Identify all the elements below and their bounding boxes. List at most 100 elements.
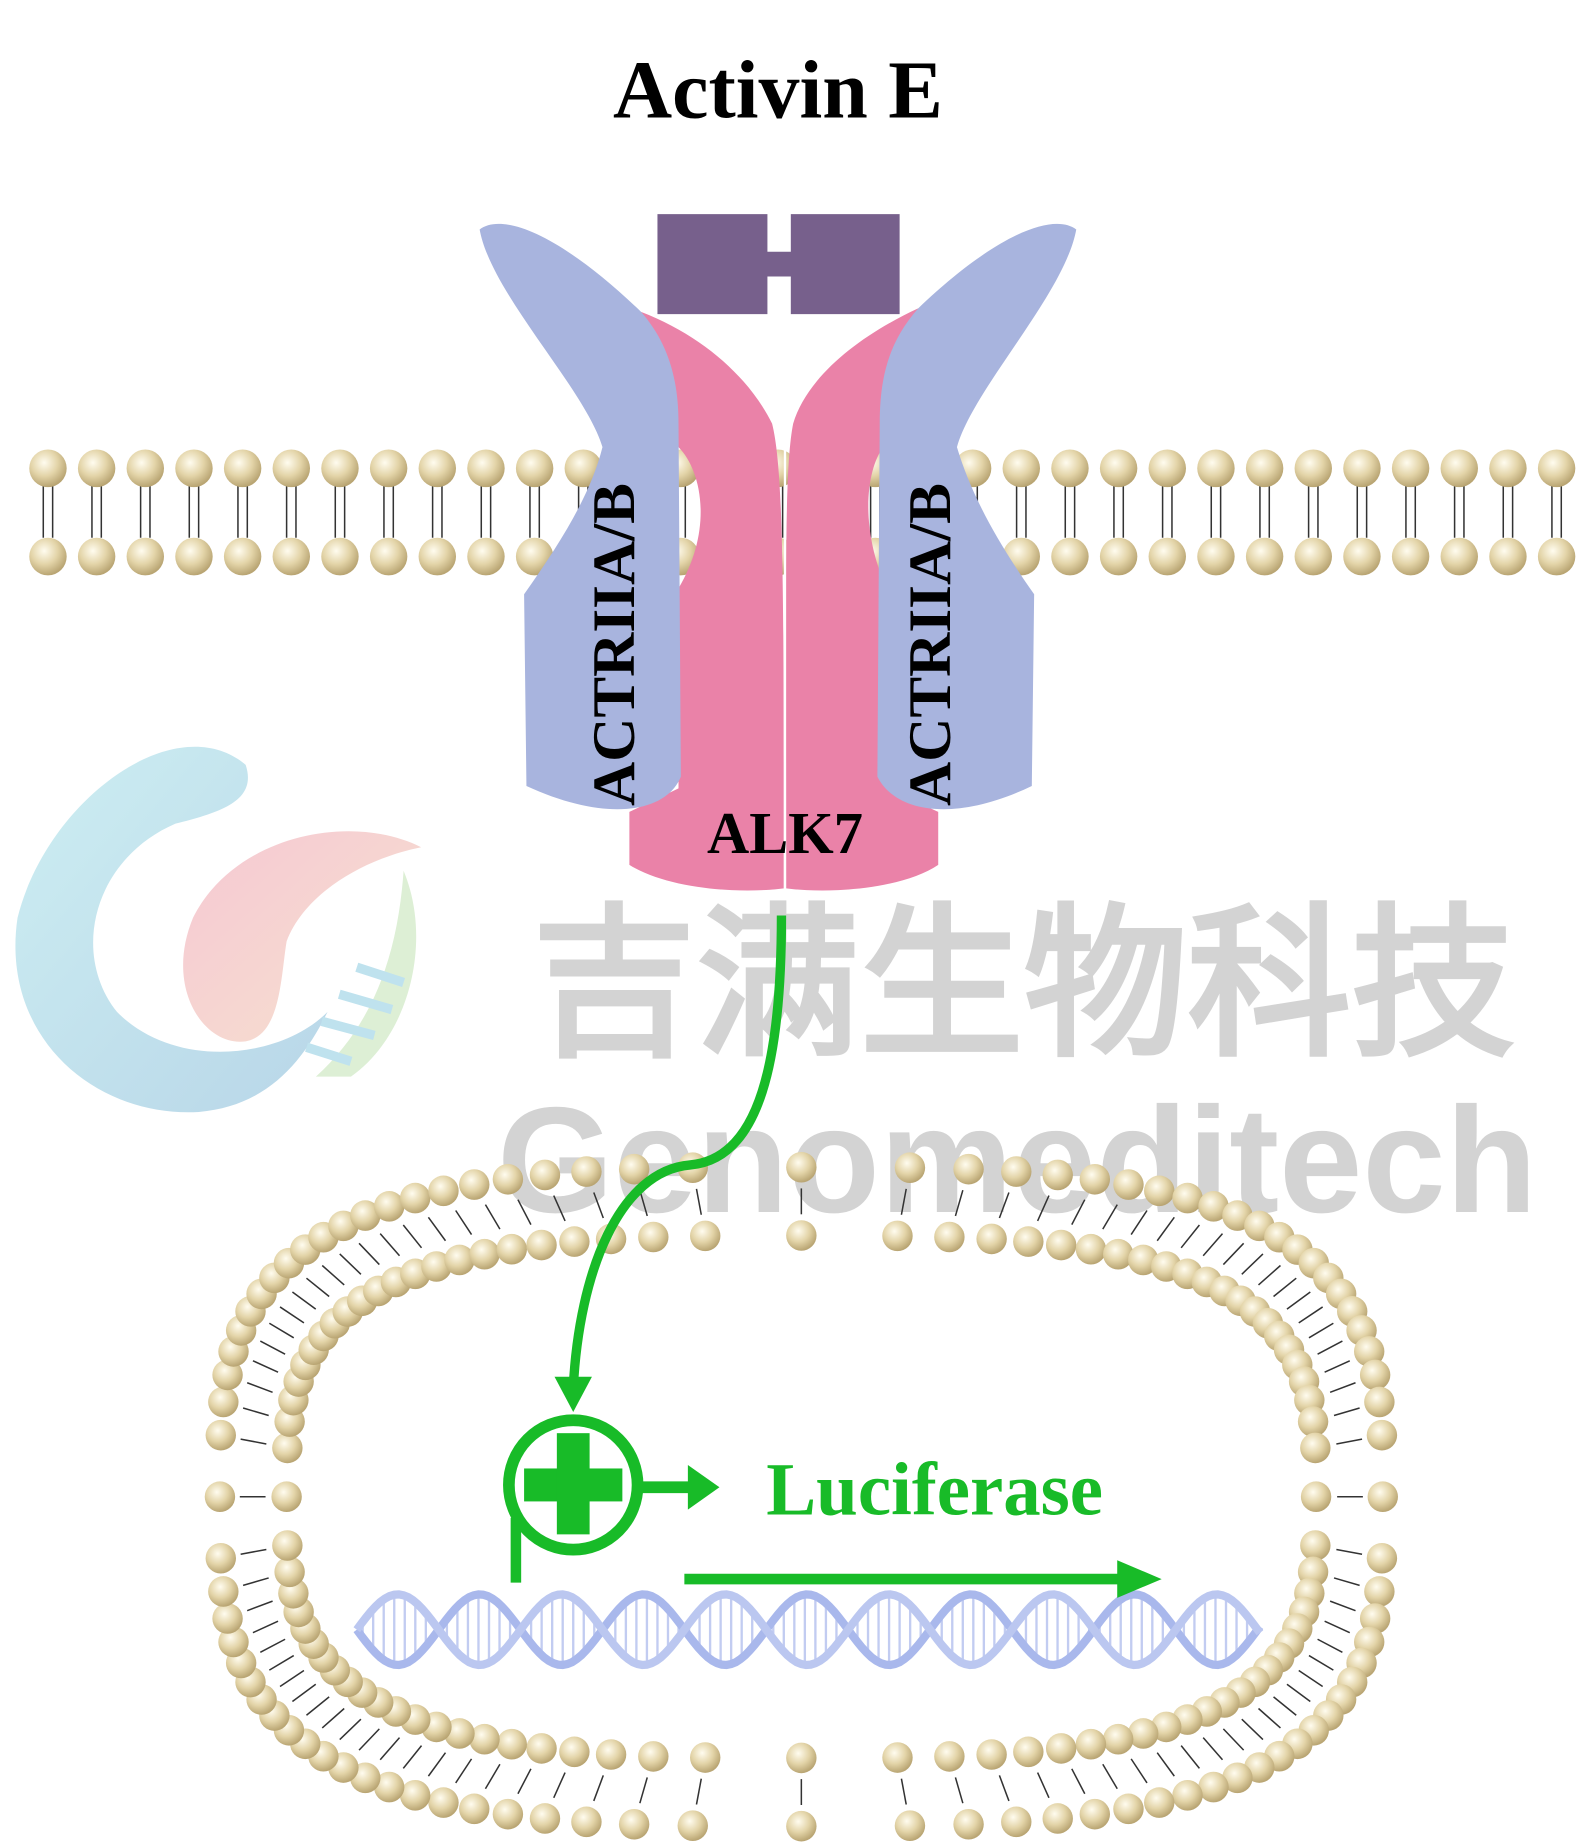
lipid-tail [1202,1737,1224,1761]
lipid-head [1002,449,1040,488]
lipid-head [1099,449,1138,488]
lipid-head [1359,1359,1391,1391]
lipid-tail [1036,1772,1050,1799]
lipid-tail [358,1728,380,1751]
lipid-head [1245,537,1284,576]
lipid-head [469,1723,500,1755]
actriia-b-label-left: ACTRIIA/B [581,483,648,806]
lipid-head [638,1221,669,1253]
lipid-tail [1071,1199,1086,1225]
lipid-tail [427,1216,447,1242]
lipid-head [223,449,262,488]
lipid-head [1172,1780,1203,1811]
lipid-head [894,1152,926,1184]
lipid-tail [1298,1306,1324,1324]
lipid-head [1222,1762,1253,1794]
lipid-head [77,537,116,576]
diagram-title: Activin E [613,44,943,135]
lipid-head [373,1771,405,1803]
lipid-head [1391,449,1430,488]
lipid-tail [900,1778,907,1805]
actriia-b-receptor-left [479,223,681,810]
lipid-head [1294,449,1332,488]
lipid-tail [1257,1264,1281,1286]
lipid-tail [695,1188,703,1215]
lipid-tail [455,1758,473,1784]
lipid-head [1366,1542,1398,1574]
lipid-head [175,537,213,576]
lipid-head [126,449,165,488]
lipid-head [690,1220,721,1252]
lipid-head [469,1238,500,1270]
lipid-tail [1286,1683,1311,1703]
dna-strand [353,1590,1264,1670]
lipid-tail [695,1778,703,1805]
lipid-head [350,1200,381,1231]
lipid-tail [954,1190,964,1217]
lipid-head [786,1220,817,1251]
lipid-head [1144,1175,1175,1207]
lipid-head [1051,537,1089,576]
lipid-head [1440,537,1478,576]
lipid-head [786,1810,817,1842]
lipid-tail [1241,1253,1264,1275]
lipid-head [421,1251,452,1282]
lipid-head [882,1742,913,1773]
lipid-head [526,1229,557,1261]
lipid-head [444,1244,475,1276]
lipid-tail [1324,1360,1351,1373]
lipid-tail [639,1777,648,1804]
lipid-head [1294,537,1332,576]
lipid-tail [517,1768,532,1795]
lipid-head [373,1191,405,1222]
lipid-tail [1257,1707,1281,1729]
lipid-head [218,1626,249,1658]
lipid-head [690,1742,721,1773]
lipid-head [638,1741,669,1772]
lipid-head [1075,1728,1107,1760]
lipid-tail [1317,1340,1343,1355]
lipid-head [212,1603,243,1634]
lipid-tail [259,1638,286,1653]
lipid-tail [339,1253,362,1275]
lipid-head [1197,537,1235,576]
lipid-tail [321,1707,345,1729]
lipid-tail [1102,1204,1118,1230]
lipid-tail [1324,1620,1351,1634]
lipid-tail [553,1195,566,1222]
lipid-tail [358,1242,380,1266]
lipid-tail [279,1669,305,1688]
lipid-tail [1308,1322,1334,1339]
lipid-tail [1202,1233,1224,1257]
lipid-head [571,1156,602,1187]
lipid-head [1391,537,1430,576]
lipid-tail [252,1360,279,1373]
lipid-head [205,1419,236,1451]
lipid-head [1045,1733,1077,1764]
lipid-head [1343,537,1381,576]
transcription-arrow [684,1560,1162,1598]
lipid-tail [998,1192,1010,1219]
lipid-head [786,1742,817,1774]
lipid-head [1148,449,1186,488]
lipid-head [1353,1336,1385,1367]
lipid-head [204,1481,236,1513]
lipid-head [1075,1233,1107,1265]
lipid-head [894,1810,926,1841]
lipid-head [1001,1806,1032,1838]
lipid-tail [1317,1638,1343,1653]
lipid-head [1364,1386,1395,1418]
lipid-tail [1036,1195,1050,1222]
lipid-tail [305,1277,330,1298]
lipid-head [571,1806,602,1838]
lipid-head [492,1798,524,1830]
lipid-head [1099,537,1138,576]
lipid-head [1366,1419,1398,1451]
lipid-tail [279,1306,305,1324]
lipid-head [399,1182,431,1214]
lipid-head [272,1530,303,1561]
lipid-head [618,1808,650,1840]
lipid-head [1113,1169,1144,1200]
lipid-head [208,1386,239,1418]
lipid-tail [246,1382,273,1394]
